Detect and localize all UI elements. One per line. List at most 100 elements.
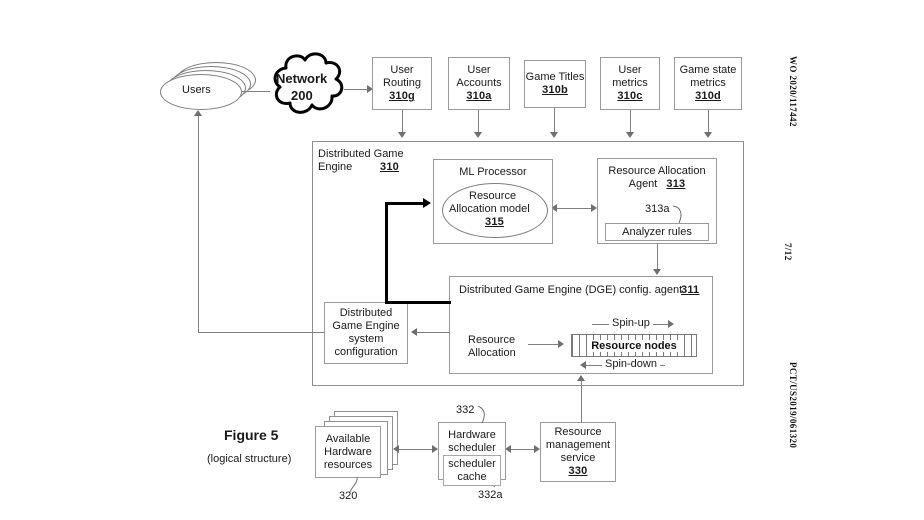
arrow-scheduler-to-rms	[534, 445, 540, 453]
connector-rms-to-config	[581, 380, 582, 424]
hw-resources-line1: Available	[325, 432, 371, 445]
users-label: Users	[182, 84, 211, 96]
resource-nodes-label: Resource nodes	[587, 339, 681, 352]
hw-scheduler-ref: 332	[456, 404, 475, 416]
hw-resources-line3: resources	[323, 458, 373, 471]
box-user-routing-line1: User	[390, 64, 414, 76]
arrow-network-to-routing	[367, 85, 373, 93]
scheduler-cache-line2: cache	[457, 470, 487, 483]
box-analyzer-rules[interactable]: Analyzer rules	[605, 223, 709, 241]
box-user-metrics-line1: User	[618, 64, 642, 76]
connector-sysconfig-left	[198, 332, 324, 333]
rms-ref: 330	[568, 465, 588, 477]
connector-accounts-down	[478, 110, 479, 136]
box-user-metrics-line2: metrics	[612, 77, 648, 89]
analyzer-rules-label: Analyzer rules	[622, 225, 692, 238]
connector-ra-to-nodes	[528, 344, 560, 345]
hw-scheduler-line1: Hardware	[448, 429, 496, 441]
analyzer-rules-ref: 313a	[645, 203, 670, 215]
hw-scheduler-leader-line	[477, 405, 491, 424]
connector-sysconfig-up	[198, 116, 199, 332]
arrow-spin-up	[668, 320, 674, 328]
connector-routing-down	[402, 110, 403, 136]
ra-agent-ref: 313	[666, 178, 686, 190]
dge-sysconfig-line1: Distributed	[339, 307, 393, 319]
arrow-to-users	[194, 110, 202, 116]
connector-titles-down	[554, 108, 555, 136]
dge-sysconfig-line2: Game Engine	[332, 320, 400, 332]
connector-users-to-network	[240, 91, 270, 92]
ml-processor-title: ML Processor	[459, 166, 527, 178]
box-resource-management-service[interactable]: Resource management service 330	[540, 422, 616, 482]
dge-config-agent-ref: 311	[681, 284, 700, 296]
box-game-titles-line1: Game Titles	[525, 71, 585, 83]
box-game-titles[interactable]: Game Titles 310b	[524, 60, 586, 108]
dge-config-agent-title: Distributed Game Engine (DGE) config. ag…	[459, 284, 683, 296]
ra-model-line1: Resource	[469, 190, 517, 202]
hw-resources-ref: 320	[339, 490, 358, 502]
resource-allocation-line1: Resource	[468, 334, 516, 346]
box-user-metrics[interactable]: User metrics 310c	[600, 57, 660, 110]
arrow-routing-down	[398, 132, 406, 138]
ra-agent-title-line2-wrap: Agent 313	[629, 178, 686, 191]
rms-line2: management	[545, 439, 611, 451]
connector-hwres-scheduler	[398, 449, 436, 450]
arrow-ml-to-agent	[591, 204, 597, 212]
arrow-scheduler-to-hwres	[393, 445, 399, 453]
rms-line3: service	[560, 452, 596, 464]
network-cloud	[264, 48, 350, 124]
page-number: 7/12	[783, 243, 793, 261]
scheduler-cache-line1: scheduler	[448, 457, 496, 470]
box-user-accounts[interactable]: User Accounts 310a	[448, 57, 510, 110]
box-dge-system-configuration[interactable]: Distributed Game Engine system configura…	[324, 302, 408, 364]
ra-agent-title-line1: Resource Allocation	[608, 165, 706, 177]
dge-title-line1: Distributed Game	[318, 148, 404, 160]
hw-resources-line2: Hardware	[324, 445, 372, 458]
box-user-accounts-line2: Accounts	[456, 77, 502, 89]
network-ref: 200	[291, 88, 313, 103]
ra-agent-title-line2: Agent	[628, 178, 658, 190]
rms-line1: Resource	[554, 426, 602, 438]
arrow-feedback-to-ml	[423, 198, 431, 208]
users-ellipse-front	[160, 74, 242, 110]
box-user-routing-ref: 310g	[389, 90, 415, 102]
network-label: Network	[276, 71, 328, 86]
box-available-hardware-resources[interactable]: Available Hardware resources	[315, 426, 381, 478]
publication-number: WO 2020/117442	[788, 56, 798, 127]
arrow-rms-to-config	[577, 375, 585, 381]
dge-title-line2: Engine	[318, 161, 353, 173]
box-game-state-metrics-line1: Game state	[679, 64, 737, 76]
arrow-spin-down	[580, 361, 586, 369]
connector-network-to-routing	[344, 89, 368, 90]
box-scheduler-cache[interactable]: scheduler cache	[443, 455, 501, 486]
arrow-usermetrics-down	[626, 132, 634, 138]
arrow-accounts-down	[474, 132, 482, 138]
figure-subtitle: (logical structure)	[207, 453, 292, 465]
resource-allocation-line2: Allocation	[468, 347, 516, 359]
connector-ml-agent	[556, 208, 594, 209]
dge-sysconfig-line3: system	[348, 333, 384, 345]
box-game-titles-ref: 310b	[542, 84, 568, 96]
feedback-line-bottom	[385, 301, 451, 304]
scheduler-cache-ref: 332a	[478, 489, 503, 501]
box-user-routing[interactable]: User Routing 310g	[372, 57, 432, 110]
feedback-line-vertical	[385, 202, 388, 304]
spin-up-label: Spin-up	[609, 317, 653, 330]
box-user-accounts-line1: User	[467, 64, 491, 76]
arrow-agent-to-config	[653, 269, 661, 275]
connector-config-to-sysconfig	[416, 332, 450, 333]
resource-nodes-bar[interactable]: Resource nodes	[571, 334, 697, 357]
analyzer-rules-leader-line	[672, 204, 688, 224]
box-user-routing-line2: Routing	[383, 77, 421, 89]
feedback-line-top	[385, 202, 425, 205]
box-game-state-metrics[interactable]: Game state metrics 310d	[674, 57, 742, 110]
connector-usermetrics-down	[630, 110, 631, 136]
ra-model-line2: Allocation model	[449, 203, 530, 215]
arrow-hwres-to-scheduler	[432, 445, 438, 453]
box-game-state-metrics-ref: 310d	[695, 90, 721, 102]
hw-scheduler-line2: scheduler	[448, 442, 496, 454]
dge-ref: 310	[380, 161, 399, 173]
dge-sysconfig-line4: configuration	[334, 346, 398, 358]
arrow-titles-down	[550, 132, 558, 138]
